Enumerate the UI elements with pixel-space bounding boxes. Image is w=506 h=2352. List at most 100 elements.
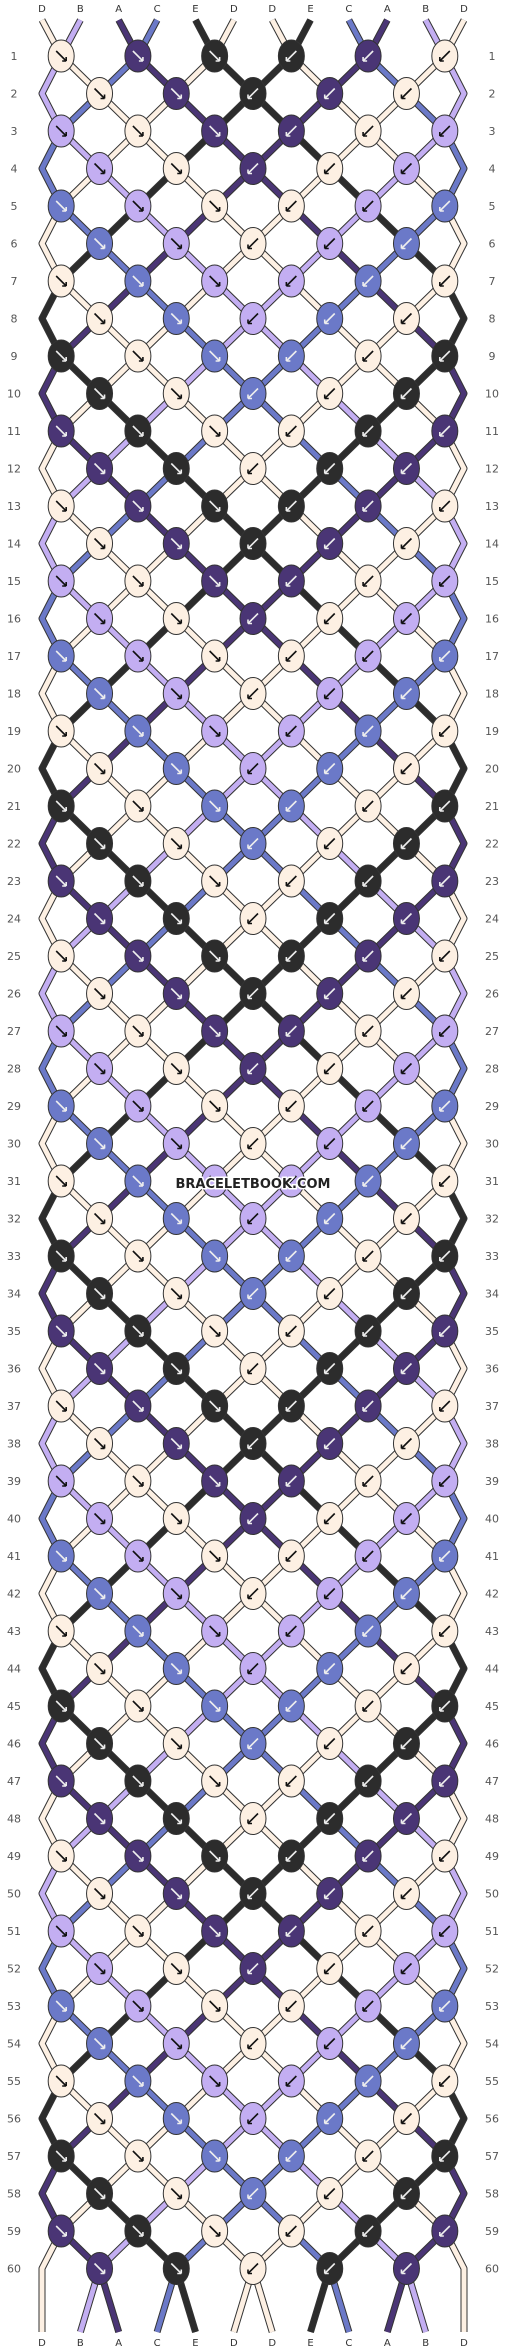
row-number-right: 16 xyxy=(485,613,499,626)
arrowhead-icon xyxy=(362,432,368,437)
arrow-down-right-icon xyxy=(55,275,67,287)
arrow-down-left-icon xyxy=(247,912,259,925)
arrowhead-icon xyxy=(215,1257,221,1262)
row-number-right: 13 xyxy=(485,500,499,513)
strand-letter-bottom: E xyxy=(307,2338,313,2349)
arrowhead-icon xyxy=(400,844,406,850)
arrowhead-icon xyxy=(362,1857,368,1862)
arrow-down-left-icon xyxy=(247,87,259,100)
arrowhead-icon xyxy=(215,1857,221,1862)
arrowhead-icon xyxy=(439,882,444,887)
arrow-down-right-icon xyxy=(93,1062,106,1075)
arrow-down-right-icon xyxy=(93,1362,106,1375)
arrowhead-icon xyxy=(177,1669,183,1675)
strand-letter-bottom: B xyxy=(77,2338,84,2349)
arrow-down-right-icon xyxy=(132,1175,144,1187)
arrowhead-icon xyxy=(439,2007,444,2012)
arrowhead-icon xyxy=(323,1669,329,1675)
arrowhead-icon xyxy=(215,2232,221,2237)
arrowhead-icon xyxy=(362,882,368,887)
arrowhead-icon xyxy=(138,2157,144,2162)
arrowhead-icon xyxy=(138,1632,144,1637)
arrow-down-left-icon xyxy=(247,987,259,1000)
arrow-down-left-icon xyxy=(439,2000,451,2012)
strand-line xyxy=(39,18,467,2333)
arrowhead-icon xyxy=(362,1257,368,1262)
row-number-left: 21 xyxy=(7,800,21,813)
row-number-right: 44 xyxy=(485,1663,499,1676)
arrowhead-icon xyxy=(62,1632,67,1637)
arrowhead-icon xyxy=(323,1519,329,1525)
arrow-down-left-icon xyxy=(439,1625,451,1637)
arrow-down-right-icon xyxy=(132,875,144,887)
arrow-down-right-icon xyxy=(170,612,182,625)
arrow-down-left-icon xyxy=(362,1025,374,1037)
arrow-down-right-icon xyxy=(132,1775,144,1787)
arrowhead-icon xyxy=(285,432,291,437)
arrowhead-icon xyxy=(138,2082,144,2087)
arrowhead-icon xyxy=(247,1669,252,1675)
arrowhead-icon xyxy=(439,807,444,812)
row-number-left: 8 xyxy=(11,313,18,326)
arrow-down-left-icon xyxy=(285,200,297,212)
row-number-right: 39 xyxy=(485,1475,499,1488)
row-number-left: 4 xyxy=(11,163,18,176)
arrow-down-left-icon xyxy=(400,1962,413,1975)
arrow-down-left-icon xyxy=(247,1962,259,1975)
arrowhead-icon xyxy=(247,544,252,550)
arrowhead-icon xyxy=(62,357,67,362)
arrowhead-icon xyxy=(62,1707,67,1712)
arrow-down-right-icon xyxy=(55,125,67,137)
arrowhead-icon xyxy=(62,582,67,587)
arrow-down-left-icon xyxy=(285,1775,297,1787)
arrow-down-right-icon xyxy=(132,350,144,362)
row-number-right: 7 xyxy=(489,275,496,288)
arrowhead-icon xyxy=(177,2194,183,2200)
arrowhead-icon xyxy=(100,1969,106,1975)
arrowhead-icon xyxy=(400,169,406,175)
arrowhead-icon xyxy=(177,1444,183,1450)
arrow-down-left-icon xyxy=(285,50,297,62)
arrowhead-icon xyxy=(138,432,144,437)
arrow-down-right-icon xyxy=(132,125,144,137)
arrowhead-icon xyxy=(439,1332,444,1337)
arrowhead-icon xyxy=(177,1819,183,1825)
arrow-down-right-icon xyxy=(55,650,67,662)
arrowhead-icon xyxy=(247,769,252,775)
arrow-down-right-icon xyxy=(170,537,182,550)
arrowhead-icon xyxy=(177,1894,183,1900)
row-number-left: 16 xyxy=(7,613,21,626)
arrow-down-right-icon xyxy=(55,1400,67,1412)
arrow-down-right-icon xyxy=(93,762,106,775)
arrow-down-right-icon xyxy=(55,1475,67,1487)
arrowhead-icon xyxy=(215,657,221,662)
arrow-down-left-icon xyxy=(285,725,297,737)
arrow-down-left-icon xyxy=(400,87,413,100)
arrow-down-left-icon xyxy=(362,2000,374,2012)
row-number-right: 30 xyxy=(485,1138,499,1151)
arrow-down-left-icon xyxy=(439,650,451,662)
arrowhead-icon xyxy=(100,1744,106,1750)
arrow-down-right-icon xyxy=(170,2187,182,2200)
row-number-left: 33 xyxy=(7,1250,21,1263)
arrowhead-icon xyxy=(439,1932,444,1937)
arrowhead-icon xyxy=(247,1444,252,1450)
arrow-down-left-icon xyxy=(362,425,374,437)
arrowhead-icon xyxy=(100,544,106,550)
arrow-down-right-icon xyxy=(209,2150,221,2162)
row-number-left: 39 xyxy=(7,1475,21,1488)
row-number-right: 20 xyxy=(485,763,499,776)
arrow-down-left-icon xyxy=(439,200,451,212)
arrow-down-right-icon xyxy=(132,1400,144,1412)
arrow-down-right-icon xyxy=(93,2112,106,2125)
row-number-left: 36 xyxy=(7,1363,21,1376)
arrowhead-icon xyxy=(62,2082,67,2087)
arrowhead-icon xyxy=(400,1519,406,1525)
arrowhead-icon xyxy=(215,1182,221,1187)
arrow-down-left-icon xyxy=(285,2000,297,2012)
arrow-down-left-icon xyxy=(362,1925,374,1937)
row-number-right: 41 xyxy=(485,1550,499,1563)
arrow-down-left-icon xyxy=(324,312,336,325)
arrow-down-right-icon xyxy=(93,2037,106,2050)
arrow-down-left-icon xyxy=(247,2037,259,2050)
